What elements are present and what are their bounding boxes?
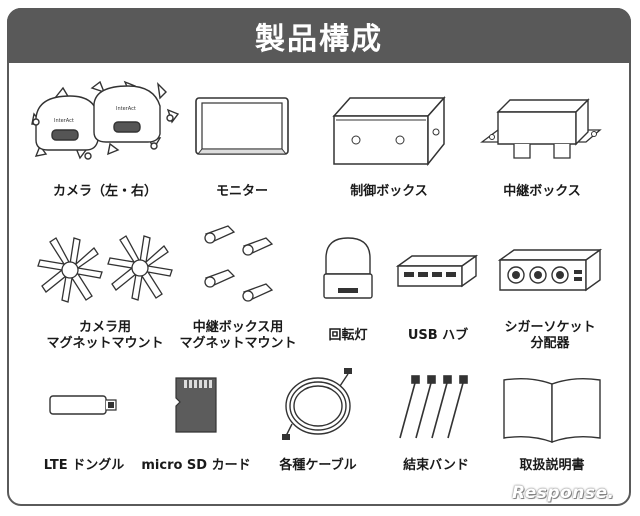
monitor-icon	[195, 97, 289, 155]
cigarette-socket-splitter-icon	[497, 248, 603, 292]
lte-dongle-icon	[49, 395, 117, 415]
item-label: シガーソケット 分配器	[504, 320, 596, 351]
camera-brand-text: InterAct	[54, 118, 74, 124]
item-label: カメラ用 マグネットマウント	[46, 320, 164, 351]
page-title: 製品構成	[255, 21, 383, 57]
usb-hub-icon	[395, 254, 479, 288]
camera-magnet-mount-icon	[37, 235, 173, 303]
camera-pair-icon: InterAct InterAct	[31, 80, 180, 160]
rotating-light-icon	[323, 237, 373, 299]
item-label: micro SD カード	[141, 458, 251, 473]
item-label: 取扱説明書	[519, 458, 585, 473]
relay-magnet-mount-icon	[204, 225, 274, 302]
item-label: USB ハブ	[407, 328, 469, 343]
item-label: 制御ボックス	[350, 184, 428, 199]
watermark-logo: Response.	[512, 483, 615, 503]
manual-icon	[503, 377, 601, 443]
item-label: LTE ドングル	[43, 458, 125, 473]
item-label: 中継ボックス用 マグネットマウント	[179, 320, 297, 351]
item-label: カメラ（左・右）	[52, 184, 157, 199]
cable-ties-icon	[399, 375, 468, 439]
relay-box-icon	[480, 98, 602, 159]
item-label: モニター	[215, 184, 268, 199]
item-label: 回転灯	[328, 328, 368, 343]
item-label: 各種ケーブル	[279, 458, 357, 473]
cable-icon	[282, 368, 352, 440]
camera-brand-text-right: InterAct	[116, 106, 136, 112]
item-label: 結束バンド	[403, 458, 469, 473]
item-label: 中継ボックス	[503, 184, 581, 199]
microsd-card-icon	[175, 377, 217, 433]
title-banner: 製品構成	[7, 8, 631, 63]
control-box-icon	[332, 96, 446, 167]
